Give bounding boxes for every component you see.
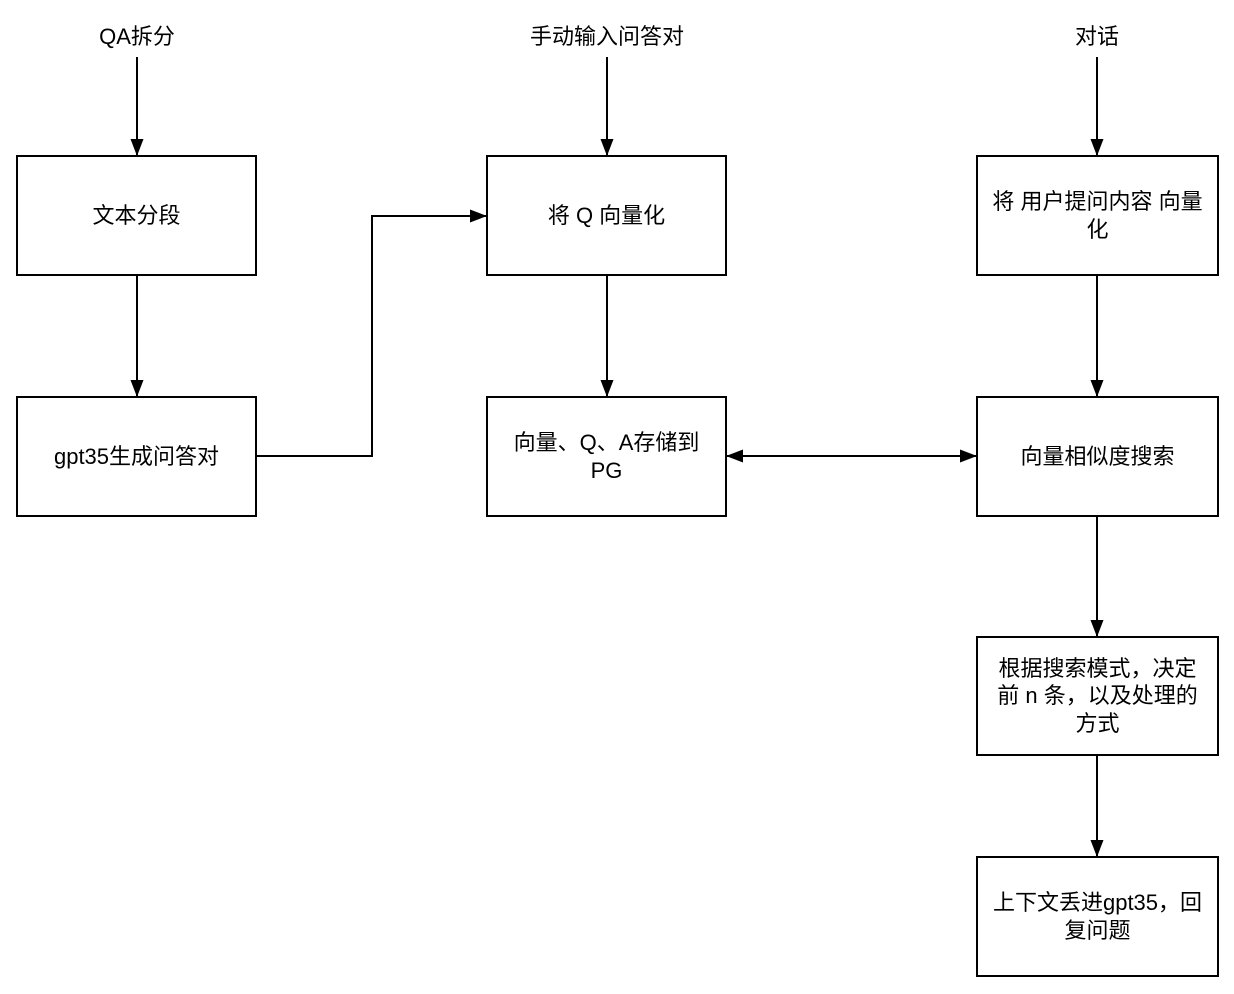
connector-gpt35-to-vectorize-q [257,209,487,457]
flow-node-label: 根据搜索模式，决定 前 n 条，以及处理的 方式 [997,655,1198,736]
manual-input-label: 手动输入问答对 [529,24,685,49]
flow-node-vectorize-user-question: 将 用户提问内容 向量 化 [976,155,1219,276]
flow-node-label: 文本分段 [92,202,181,228]
flow-node-gpt35-generate-qa: gpt35生成问答对 [16,396,257,517]
flow-node-store-to-pg: 向量、Q、A存储到 PG [486,396,727,517]
flow-node-gpt35-answer: 上下文丢进gpt35，回 复问题 [976,856,1219,977]
flow-node-vector-similarity-search: 向量相似度搜索 [976,396,1219,517]
flow-node-label: gpt35生成问答对 [53,443,220,469]
dialog-label: 对话 [1074,24,1120,49]
flow-node-label: 将 Q 向量化 [547,202,666,228]
flow-node-label: 向量、Q、A存储到 PG [513,430,700,483]
flow-node-vectorize-q: 将 Q 向量化 [486,155,727,276]
flow-node-label: 将 用户提问内容 向量 化 [992,189,1203,242]
flow-node-text-segmentation: 文本分段 [16,155,257,276]
flow-node-search-mode-decision: 根据搜索模式，决定 前 n 条，以及处理的 方式 [976,636,1219,756]
flow-node-label: 上下文丢进gpt35，回 复问题 [992,890,1203,943]
qa-split-label: QA拆分 [99,24,175,49]
flow-node-label: 向量相似度搜索 [1020,443,1175,469]
